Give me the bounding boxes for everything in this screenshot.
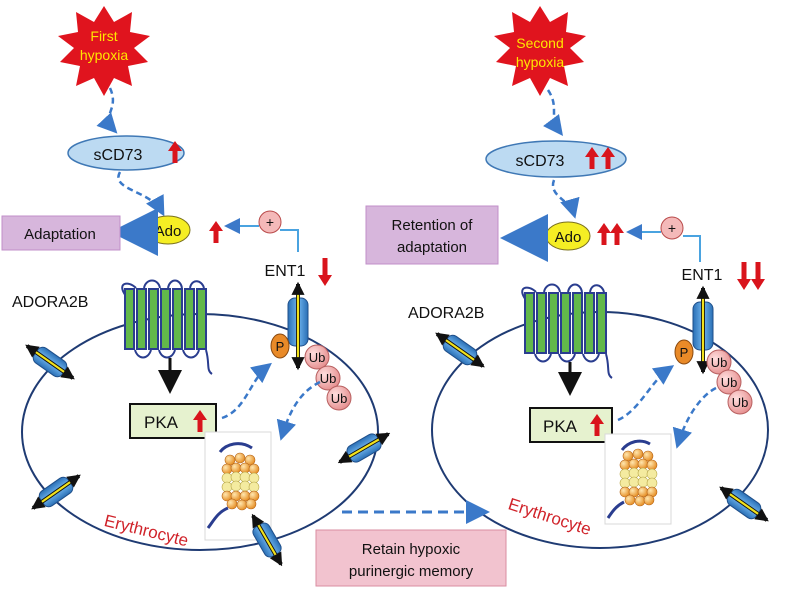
right-outcome-box: Retention of adaptation: [365, 205, 499, 265]
left-ent1-down-arrow: [318, 258, 332, 286]
memory-line-1: Retain hypoxic: [362, 541, 461, 558]
right-ado-label: Ado: [555, 229, 582, 246]
right-outcome-line-1: Retention of: [392, 217, 474, 234]
right-adora2b-receptor: [521, 283, 613, 379]
memory-line-2: purinergic memory: [349, 563, 474, 580]
right-hypoxia-burst: Second hypoxia: [494, 6, 586, 96]
left-phospho-badge: P: [270, 333, 290, 359]
left-channel-2: [28, 469, 84, 516]
right-panel: Second hypoxia sCD73 Ado Retention of ad…: [365, 6, 772, 549]
right-scd73-label: sCD73: [516, 153, 565, 170]
left-outcome-box: Adaptation: [1, 215, 121, 251]
left-channel-3: [335, 426, 392, 470]
right-hypoxia-line-1: Second: [516, 35, 563, 51]
left-pka-box: PKA: [129, 403, 217, 439]
left-scd73-oval: sCD73: [67, 135, 185, 171]
right-plus-label: +: [668, 220, 676, 236]
right-ub-label-3: Ub: [732, 395, 749, 410]
right-phospho-badge: P: [674, 339, 694, 365]
left-scd73-to-ado-arrow: [117, 171, 165, 217]
right-receptor-label: ADORA2B: [408, 305, 484, 322]
left-panel: First hypoxia sCD73 Ado Adaptation +: [1, 6, 393, 569]
left-outcome-line-1: Adaptation: [24, 226, 96, 243]
right-ent1-down-arrow-2: [751, 262, 765, 290]
right-scd73-oval: sCD73: [485, 140, 627, 178]
left-ent1-transporter: [287, 281, 309, 371]
right-ub-label-1: Ub: [711, 355, 728, 370]
right-ub-label-2: Ub: [721, 375, 738, 390]
left-hypoxia-to-scd73-arrow: [96, 87, 118, 134]
left-ubiquitin-chain: Ub Ub Ub: [304, 344, 352, 411]
right-channel-1: [432, 327, 488, 374]
right-ent1-label: ENT1: [682, 267, 723, 284]
right-outcome-line-2: adaptation: [397, 239, 467, 256]
right-phospho-label: P: [680, 345, 689, 360]
right-pka-label: PKA: [543, 417, 578, 436]
right-plus-circle: +: [660, 216, 684, 240]
right-ado-up-arrow-2: [610, 223, 624, 245]
right-pka-box: PKA: [529, 407, 613, 443]
left-ent1-label: ENT1: [265, 263, 306, 280]
left-ub-label-3: Ub: [331, 391, 348, 406]
left-hypoxia-line-2: hypoxia: [80, 47, 128, 63]
right-ent1-down-arrow-1: [737, 262, 751, 290]
left-adora2b-receptor: [121, 279, 213, 375]
right-ubiquitin-chain: Ub Ub Ub: [706, 349, 753, 415]
right-channel-2: [716, 481, 772, 528]
left-phospho-label: P: [276, 339, 285, 354]
left-plus-label: +: [266, 214, 274, 230]
right-ent1-transporter: [692, 285, 714, 375]
left-ub-label-1: Ub: [309, 350, 326, 365]
right-hypoxia-to-scd73-arrow: [543, 89, 563, 137]
left-ado-node: Ado: [145, 215, 191, 245]
left-plus-circle: +: [258, 210, 282, 234]
left-pka-label: PKA: [144, 413, 179, 432]
right-ado-node: Ado: [545, 221, 591, 251]
left-receptor-label: ADORA2B: [12, 294, 88, 311]
left-channel-1: [22, 339, 78, 386]
right-hypoxia-line-2: hypoxia: [516, 54, 564, 70]
memory-box: Retain hypoxic purinergic memory: [315, 529, 507, 587]
left-scd73-label: sCD73: [94, 147, 143, 164]
left-hypoxia-burst: First hypoxia: [58, 6, 150, 96]
right-ado-up-arrow-1: [597, 223, 611, 245]
left-ub-label-2: Ub: [320, 371, 337, 386]
left-ado-label: Ado: [155, 223, 182, 240]
left-hypoxia-line-1: First: [90, 28, 117, 44]
left-ado-up-arrow: [209, 221, 223, 243]
